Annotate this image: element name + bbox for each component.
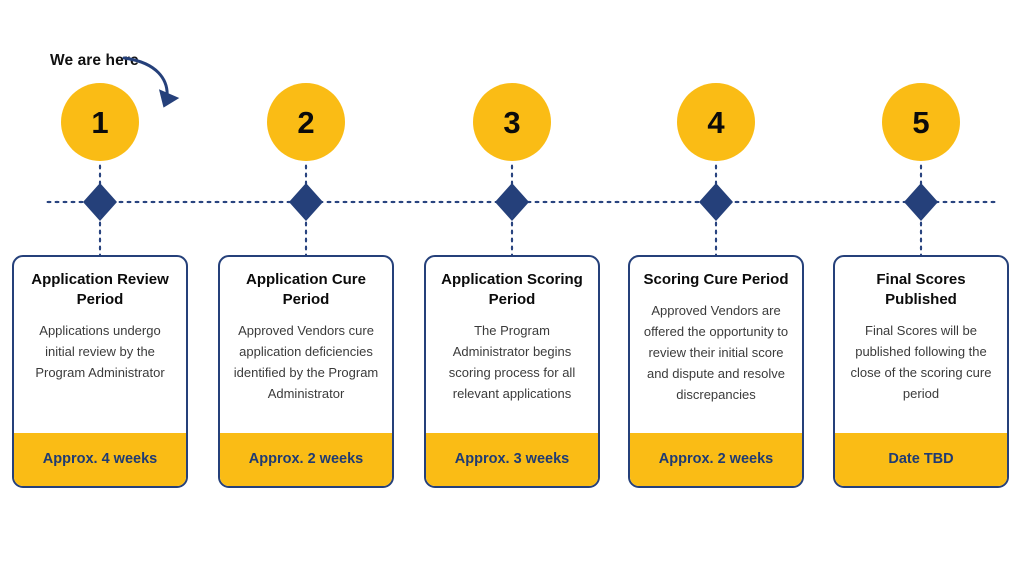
step-duration-label-4: Approx. 2 weeks xyxy=(658,450,774,467)
step-duration-banner-3: Approx. 3 weeks xyxy=(426,433,598,486)
step-duration-label-5: Date TBD xyxy=(888,450,954,467)
step-title-2: Application Cure Period xyxy=(245,271,366,308)
step-card-3[interactable]: Application Scoring Period The Program A… xyxy=(424,255,600,488)
connector-diamond-to-card-5 xyxy=(919,212,923,257)
step-duration-banner-5: Date TBD xyxy=(835,433,1007,486)
step-number-4: 4 xyxy=(707,104,725,140)
step-description-3: The Program Administrator begins scoring… xyxy=(448,322,576,401)
step-card-body-4: Scoring Cure Period Approved Vendors are… xyxy=(630,257,802,433)
step-number-3: 3 xyxy=(503,104,521,140)
connector-diamond-to-card-4 xyxy=(714,212,718,257)
step-card-body-3: Application Scoring Period The Program A… xyxy=(426,257,598,433)
connector-diamond-to-card-1 xyxy=(98,212,102,257)
step-duration-banner-2: Approx. 2 weeks xyxy=(220,433,392,486)
connector-diamond-to-card-2 xyxy=(304,212,308,257)
step-duration-banner-1: Approx. 4 weeks xyxy=(14,433,186,486)
connector-circle-to-diamond-4 xyxy=(714,163,718,189)
step-marker-circle-1[interactable]: 1 xyxy=(61,83,139,161)
step-description-5: Final Scores will be published following… xyxy=(850,322,992,401)
step-card-body-2: Application Cure Period Approved Vendors… xyxy=(220,257,392,433)
step-duration-label-1: Approx. 4 weeks xyxy=(42,450,158,467)
step-marker-circle-4[interactable]: 4 xyxy=(677,83,755,161)
step-card-1[interactable]: Application Review Period Applications u… xyxy=(12,255,188,488)
step-title-3: Application Scoring Period xyxy=(441,271,583,308)
step-description-2: Approved Vendors cure application defici… xyxy=(233,322,379,401)
step-card-4[interactable]: Scoring Cure Period Approved Vendors are… xyxy=(628,255,804,488)
step-description-1: Applications undergo initial review by t… xyxy=(35,322,165,380)
connector-circle-to-diamond-5 xyxy=(919,163,923,189)
step-marker-circle-3[interactable]: 3 xyxy=(473,83,551,161)
connector-circle-to-diamond-2 xyxy=(304,163,308,189)
step-card-2[interactable]: Application Cure Period Approved Vendors… xyxy=(218,255,394,488)
step-marker-circle-2[interactable]: 2 xyxy=(267,83,345,161)
step-marker-circle-5[interactable]: 5 xyxy=(882,83,960,161)
step-number-2: 2 xyxy=(297,104,315,140)
connector-diamond-to-card-3 xyxy=(510,212,514,257)
step-duration-label-2: Approx. 2 weeks xyxy=(248,450,364,467)
step-card-body-5: Final Scores Published Final Scores will… xyxy=(835,257,1007,433)
step-title-4: Scoring Cure Period xyxy=(643,271,789,288)
step-title-5: Final Scores Published xyxy=(876,271,966,308)
connector-circle-to-diamond-1 xyxy=(98,163,102,189)
step-duration-banner-4: Approx. 2 weeks xyxy=(630,433,802,486)
step-card-5[interactable]: Final Scores Published Final Scores will… xyxy=(833,255,1009,488)
step-description-4: Approved Vendors are offered the opportu… xyxy=(643,302,789,402)
step-number-1: 1 xyxy=(91,104,109,140)
step-number-5: 5 xyxy=(912,104,930,140)
we-are-here-label: We are here xyxy=(50,52,139,69)
step-card-body-1: Application Review Period Applications u… xyxy=(14,257,186,433)
step-duration-label-3: Approx. 3 weeks xyxy=(454,450,570,467)
step-title-1: Application Review Period xyxy=(31,271,169,308)
connector-circle-to-diamond-3 xyxy=(510,163,514,189)
